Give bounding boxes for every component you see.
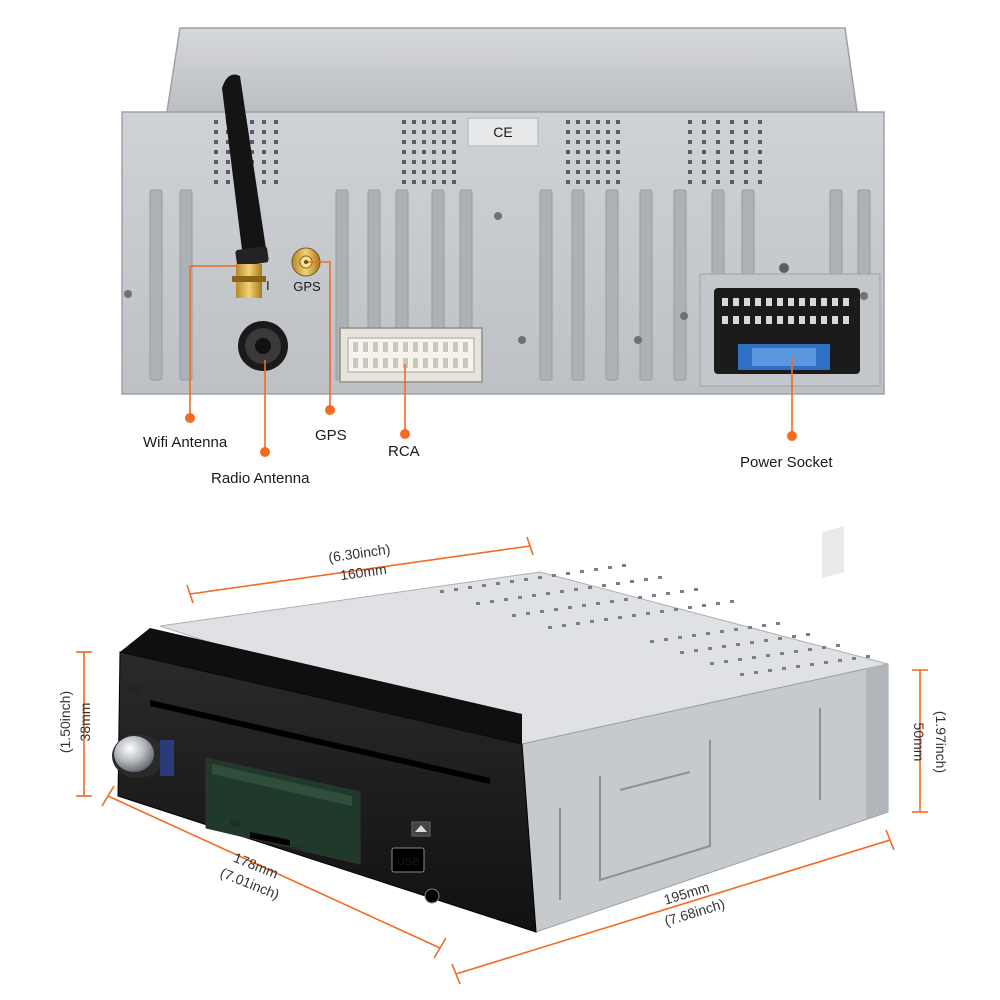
callout-rca: RCA	[388, 443, 420, 460]
callout-radio-antenna: Radio Antenna	[211, 470, 310, 487]
perspective-view: MIC RES USB AUX SD GPS (6.30inch) 160mm …	[57, 525, 949, 985]
rear-view: CE I GPS	[121, 27, 885, 487]
dim-front-height-mm: 38mm	[77, 703, 93, 742]
gps-slot-mark: GPS	[286, 847, 301, 854]
wifi-port-mark: I	[266, 278, 270, 293]
dim-front-height-inch: (1.50inch)	[57, 691, 73, 753]
ce-sticker-text: CE	[493, 124, 512, 140]
sd-mark: SD	[230, 821, 240, 828]
radio-antenna-socket	[238, 321, 288, 371]
gps-connector	[291, 247, 321, 277]
aux-port	[424, 888, 440, 904]
power-socket	[699, 273, 881, 387]
callout-lines	[189, 261, 793, 452]
rear-vent-holes	[214, 120, 762, 184]
usb-mark: USB	[397, 856, 420, 868]
wifi-antenna	[222, 74, 269, 298]
dim-width-mm: 160mm	[339, 561, 387, 583]
rca-connector	[339, 327, 483, 383]
gps-port-mark: GPS	[293, 279, 321, 294]
dimension-lines	[76, 536, 928, 985]
side-slots	[559, 708, 821, 900]
side-label	[822, 525, 844, 579]
callout-wifi-antenna: Wifi Antenna	[143, 434, 228, 451]
volume-knob-icon	[112, 734, 164, 778]
usb-port	[391, 847, 425, 873]
ce-sticker	[467, 117, 539, 147]
dim-body-height-mm: 50mm	[911, 723, 927, 762]
rear-screws	[124, 212, 868, 344]
rear-chassis-top	[165, 27, 859, 119]
mic-mark: MIC	[128, 687, 141, 694]
callout-dots	[185, 405, 797, 457]
aux-mark: AUX	[398, 883, 413, 890]
front-buttons	[160, 740, 440, 904]
callout-gps: GPS	[315, 427, 347, 444]
front-display	[205, 757, 361, 865]
dim-body-height-inch: (1.97inch)	[933, 711, 949, 773]
callout-power-socket: Power Socket	[740, 454, 833, 471]
res-mark: RES	[392, 807, 407, 814]
